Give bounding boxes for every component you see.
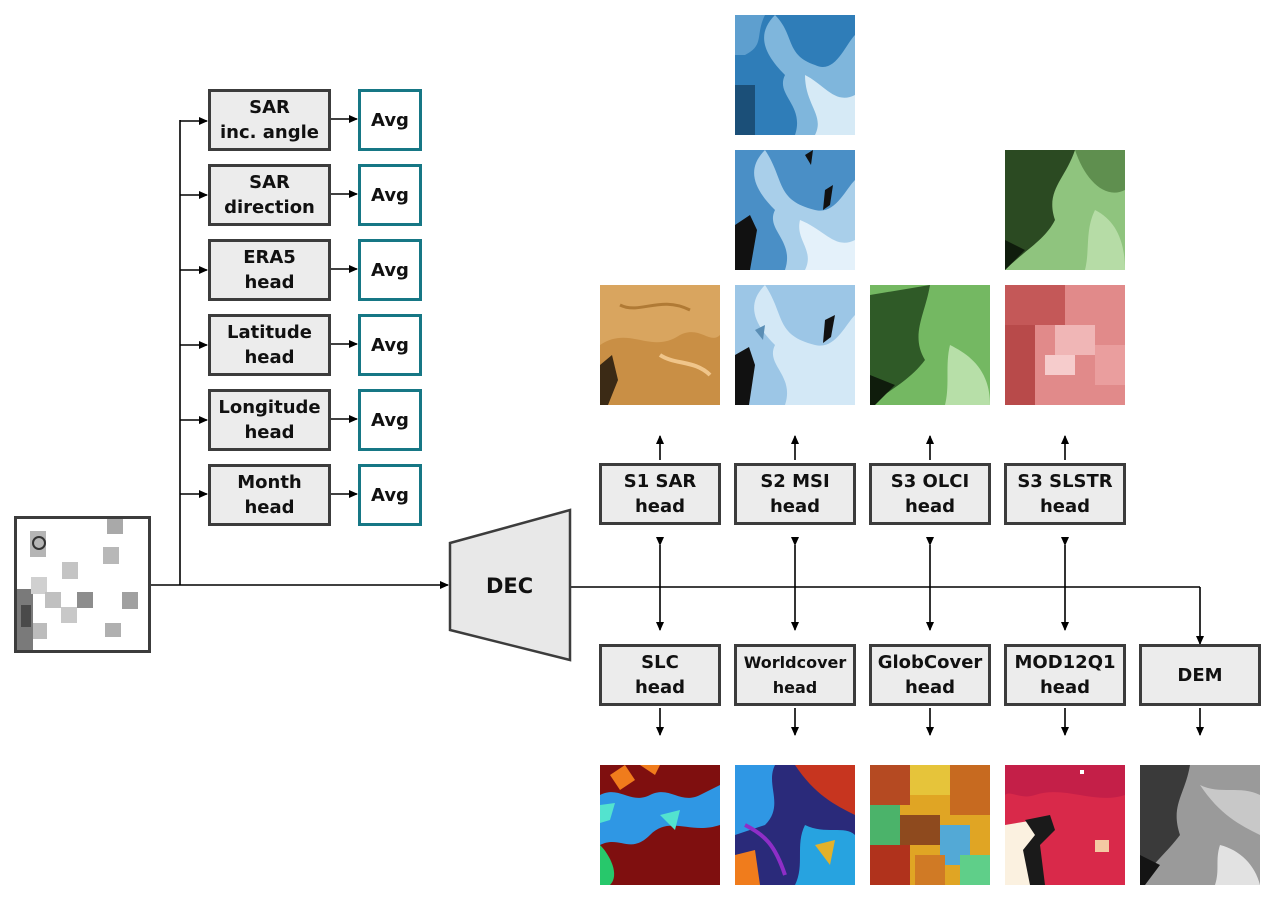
s1-sar-head: S1 SAR head [599,463,721,525]
decoder-label: DEC [486,574,534,598]
masked-input-image [14,516,151,653]
longitude-avg: Avg [358,389,422,451]
decoder-shape [448,508,572,662]
mod12q1-head: MOD12Q1 head [1004,644,1126,706]
s2-msi-output-tile-2 [735,150,855,270]
s1-sar-output-tile [600,285,720,405]
era5-avg: Avg [358,239,422,301]
worldcover-head: Worldcover head [734,644,856,706]
s3-slstr-output-tile-2 [1005,285,1125,405]
latitude-head: Latitude head [208,314,331,376]
s2-msi-output-tile-1 [735,15,855,135]
era5-head: ERA5 head [208,239,331,301]
s3-slstr-output-tile-1 [1005,150,1125,270]
sar-inc-angle-head: SAR inc. angle [208,89,331,151]
s3-slstr-head: S3 SLSTR head [1004,463,1126,525]
sar-direction-avg: Avg [358,164,422,226]
sar-direction-head: SAR direction [208,164,331,226]
slc-output-map [600,765,720,885]
month-avg: Avg [358,464,422,526]
mod12q1-output-map [1005,765,1125,885]
slc-head: SLC head [599,644,721,706]
worldcover-output-map [735,765,855,885]
latitude-avg: Avg [358,314,422,376]
sar-inc-angle-avg: Avg [358,89,422,151]
s3-olci-head: S3 OLCI head [869,463,991,525]
dem-head: DEM [1139,644,1261,706]
month-head: Month head [208,464,331,526]
s2-msi-output-tile-3 [735,285,855,405]
s3-olci-output-tile [870,285,990,405]
globcover-head: GlobCover head [869,644,991,706]
globcover-output-map [870,765,990,885]
s2-msi-head: S2 MSI head [734,463,856,525]
dem-output-map [1140,765,1260,885]
longitude-head: Longitude head [208,389,331,451]
